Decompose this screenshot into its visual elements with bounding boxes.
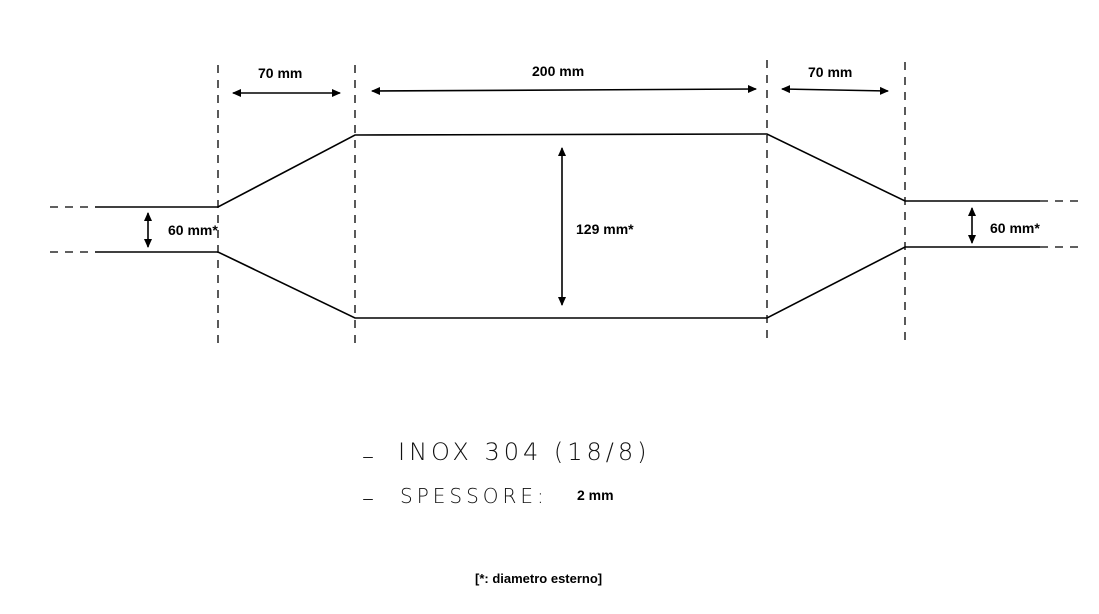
section-guide-lines <box>50 60 1078 345</box>
note-material: INOX 304 (18/8) <box>398 438 651 466</box>
label-left-diameter: 60 mm* <box>168 222 218 238</box>
muffler-outline <box>95 133 1040 319</box>
label-right-cone-length: 70 mm <box>808 64 852 80</box>
label-body-diameter: 129 mm* <box>576 221 634 237</box>
arrow-body <box>371 85 757 95</box>
note-thickness-value: 2 mm <box>577 487 614 503</box>
footnote: [*: diametro esterno] <box>475 571 602 586</box>
dimension-arrows <box>144 85 976 306</box>
note-dash-1: – <box>362 442 378 470</box>
label-right-diameter: 60 mm* <box>990 220 1040 236</box>
label-body-length: 200 mm <box>532 63 584 79</box>
note-thickness-label: SPESSORE: <box>400 484 548 508</box>
label-left-cone-length: 70 mm <box>258 65 302 81</box>
outline-bottom <box>95 246 1040 319</box>
note-dash-2: – <box>362 484 378 512</box>
outline-top <box>95 133 1040 208</box>
arrow-right-cone <box>781 85 889 95</box>
